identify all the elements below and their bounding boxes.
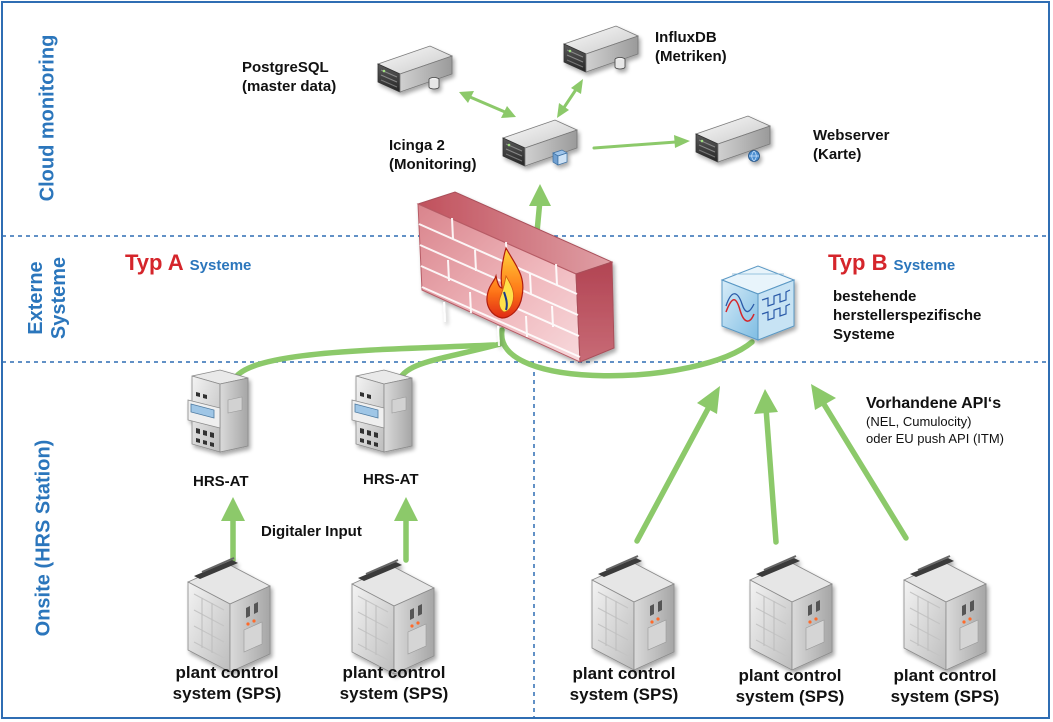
- typ-b-desc-line-3: Systeme: [833, 326, 895, 343]
- typ-b-label: Typ B: [828, 250, 888, 275]
- plc-1-line-1: plant control: [175, 663, 279, 682]
- postgres-label: PostgreSQL (master data): [242, 58, 336, 96]
- manufacturer-systems-icon: [720, 265, 796, 341]
- plc-3-label: plant control system (SPS): [545, 663, 703, 705]
- plc-2-label: plant control system (SPS): [315, 662, 473, 704]
- typ-a-systeme: Systeme: [189, 257, 252, 274]
- plc-1-line-2: system (SPS): [172, 684, 282, 703]
- typ-a-label: Typ A: [125, 250, 184, 275]
- arrow-plc-2-hrs-at: [394, 497, 418, 563]
- typ-b-description: bestehende herstellerspezifische Systeme: [833, 287, 981, 344]
- webserver-icon: [695, 115, 771, 163]
- influx-name: InfluxDB: [655, 29, 717, 46]
- plc-5-line-1: plant control: [893, 666, 997, 685]
- webserver-name: Webserver: [813, 127, 890, 144]
- plc-1-label: plant control system (SPS): [148, 662, 306, 704]
- hrs-at-2-label: HRS-AT: [363, 471, 419, 488]
- hrs-at-1-label: HRS-AT: [193, 473, 249, 490]
- typ-b-systeme: Systeme: [893, 257, 956, 274]
- plc-5-label: plant control system (SPS): [866, 665, 1024, 707]
- arrow-plc-3-api: [634, 386, 720, 544]
- api-line-1: (NEL, Cumulocity): [866, 414, 972, 429]
- plc-4-line-2: system (SPS): [735, 687, 845, 706]
- typ-b-desc-line-2: herstellerspezifische: [833, 307, 982, 324]
- typ-b-desc-line-1: bestehende: [833, 288, 917, 305]
- typ-b-heading: Typ B Systeme: [828, 250, 955, 276]
- connector-firewall-typ-b-systems: [499, 327, 755, 379]
- influx-role: (Metriken): [655, 48, 727, 65]
- postgres-name: PostgreSQL: [242, 59, 329, 76]
- arrow-firewall-icinga: [529, 184, 551, 235]
- arrow-plc-4-api: [754, 389, 779, 545]
- webserver-role: (Karte): [813, 146, 862, 163]
- zone-label-onsite: Onsite (HRS Station): [32, 439, 55, 637]
- webserver-label: Webserver (Karte): [813, 126, 889, 164]
- plc-5-line-2: system (SPS): [890, 687, 1000, 706]
- connector-hrs-at-1-firewall: [230, 342, 497, 387]
- arrow-icinga-webserver: [592, 135, 690, 150]
- arrow-plc-5-api: [811, 384, 909, 541]
- zone-label-cloud: Cloud monitoring: [36, 34, 59, 202]
- plc-3-line-1: plant control: [572, 664, 676, 683]
- plc-4-line-1: plant control: [738, 666, 842, 685]
- firewall-icon: [416, 191, 615, 363]
- api-note: Vorhandene API‘s (NEL, Cumulocity) oder …: [866, 394, 1004, 447]
- influxdb-server-icon: [563, 25, 639, 73]
- postgres-role: (master data): [242, 78, 337, 95]
- influx-label: InfluxDB (Metriken): [655, 28, 727, 66]
- api-line-2: oder EU push API (ITM): [866, 431, 1004, 446]
- plc-2-line-2: system (SPS): [339, 684, 449, 703]
- plc-3-line-2: system (SPS): [569, 685, 679, 704]
- typ-a-heading: Typ A Systeme: [125, 250, 251, 276]
- icinga-role: (Monitoring): [389, 156, 477, 173]
- flame-icon: [486, 246, 524, 319]
- icinga-name: Icinga 2: [389, 137, 445, 154]
- postgres-server-icon: [377, 45, 453, 93]
- digital-input-label: Digitaler Input: [261, 523, 362, 540]
- api-title: Vorhandene API‘s: [866, 395, 1002, 412]
- arrow-icinga-influx: [557, 79, 583, 118]
- arrow-icinga-postgres: [459, 91, 516, 118]
- arrow-plc-1-hrs-at: [221, 497, 245, 563]
- zone-label-extern: Externe Systeme: [25, 256, 70, 340]
- plc-4-label: plant control system (SPS): [711, 665, 869, 707]
- icinga-label: Icinga 2 (Monitoring): [389, 136, 476, 174]
- icinga-server-icon: [502, 119, 578, 167]
- plc-2-line-1: plant control: [342, 663, 446, 682]
